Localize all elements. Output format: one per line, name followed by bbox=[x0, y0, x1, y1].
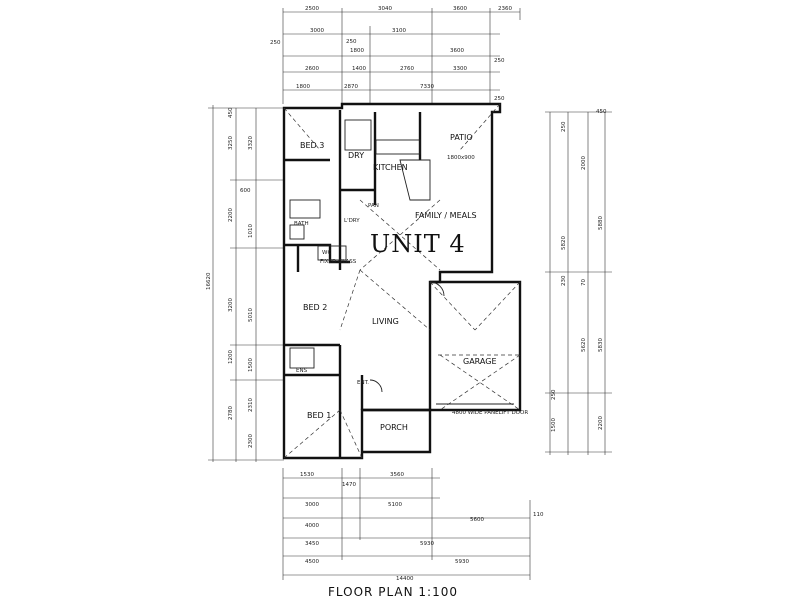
bottom-dimensions: 1530 3560 1470 3000 5100 4000 5600 110 3… bbox=[282, 468, 544, 582]
dim-top-1c: 3600 bbox=[453, 6, 467, 12]
room-laundry: L'DRY bbox=[344, 218, 360, 224]
dim-bottom-2b: 5100 bbox=[388, 502, 402, 508]
dim-bottom-1b: 3560 bbox=[390, 472, 404, 478]
dim-right-b1: 250 bbox=[561, 121, 567, 132]
dim-bottom-1a: 1530 bbox=[300, 472, 314, 478]
bathroom-basin bbox=[289, 224, 305, 240]
dim-top-3d: 3300 bbox=[453, 66, 467, 72]
right-dimensions: 450 2000 5880 5830 5820 5620 250 230 70 … bbox=[545, 109, 612, 455]
room-family-meals: FAMILY / MEALS bbox=[415, 211, 477, 220]
dim-right-b6: 2200 bbox=[598, 416, 604, 430]
dim-bottom-5a: 4500 bbox=[305, 559, 319, 565]
room-pan: PAN bbox=[368, 203, 379, 209]
dim-right-a2: 2000 bbox=[581, 156, 587, 170]
dim-left-b1: 3320 bbox=[248, 136, 254, 150]
door-swing-entry bbox=[369, 379, 383, 393]
dim-left-b3: 1010 bbox=[248, 224, 254, 238]
unit-label: UNIT 4 bbox=[370, 230, 466, 258]
dim-top-2d: 1800 bbox=[350, 48, 364, 54]
dim-top-3e: 250 bbox=[494, 58, 505, 64]
dim-top-3a: 2600 bbox=[305, 66, 319, 72]
dim-top-4d: 250 bbox=[494, 96, 505, 102]
dim-left-a3: 2200 bbox=[228, 208, 234, 222]
room-porch: PORCH bbox=[380, 423, 408, 432]
dim-bottom-3c: 110 bbox=[533, 512, 544, 518]
dim-left-b7: 2300 bbox=[248, 434, 254, 448]
dim-top-4b: 2870 bbox=[344, 84, 358, 90]
ensuite-vanity bbox=[289, 347, 315, 369]
dim-bottom-3b: 5600 bbox=[470, 517, 484, 523]
dim-right-b2: 230 bbox=[561, 275, 567, 286]
dim-top-4a: 1800 bbox=[296, 84, 310, 90]
dim-right-a1: 450 bbox=[596, 109, 607, 115]
plan-notes: FIXED GLASS 4800 WIDE PANELIFT DOOR 1800… bbox=[320, 155, 528, 416]
room-bed-1: BED 1 bbox=[307, 411, 331, 420]
dim-bottom-5b: 5930 bbox=[455, 559, 469, 565]
dim-top-3b: 1400 bbox=[352, 66, 366, 72]
top-dimensions: 2500 3040 3600 2360 3000 3100 250 1800 3… bbox=[270, 6, 521, 104]
dim-bottom-1c: 1470 bbox=[342, 482, 356, 488]
dim-left-b6: 2310 bbox=[248, 398, 254, 412]
drawing-title: FLOOR PLAN 1:100 bbox=[328, 585, 458, 599]
dim-top-2a: 3000 bbox=[310, 28, 324, 34]
room-garage: GARAGE bbox=[463, 357, 497, 366]
room-ensuite: ENS bbox=[296, 368, 308, 374]
dim-left-b5: 1500 bbox=[248, 358, 254, 372]
dim-top-4c: 7330 bbox=[420, 84, 434, 90]
kitchen-bench bbox=[375, 139, 421, 155]
room-bed-2: BED 2 bbox=[303, 303, 327, 312]
roof-lines bbox=[283, 103, 521, 459]
door-swing-living bbox=[429, 281, 445, 297]
note-garage-door: 4800 WIDE PANELIFT DOOR bbox=[452, 410, 528, 416]
kitchen-island bbox=[399, 159, 431, 201]
dim-left-a4: 3200 bbox=[228, 298, 234, 312]
dim-top-2e: 3600 bbox=[450, 48, 464, 54]
dim-left-overall: 16620 bbox=[206, 272, 212, 290]
bath-tub bbox=[289, 199, 321, 219]
dim-bottom-3a: 4000 bbox=[305, 523, 319, 529]
building-outline bbox=[282, 102, 522, 460]
dim-bottom-4b: 5930 bbox=[420, 541, 434, 547]
dim-top-1a: 2500 bbox=[305, 6, 319, 12]
dim-top-2f: 250 bbox=[270, 40, 281, 46]
room-bed-3: BED 3 bbox=[300, 141, 324, 150]
dim-bottom-overall: 14400 bbox=[396, 576, 414, 582]
dim-left-a1: 450 bbox=[228, 107, 234, 118]
room-bath: BATH bbox=[294, 221, 309, 227]
dim-left-a6: 2780 bbox=[228, 406, 234, 420]
room-wc: WC bbox=[322, 250, 331, 256]
dim-left-a5: 1200 bbox=[228, 350, 234, 364]
room-kitchen: KITCHEN bbox=[373, 163, 408, 172]
room-dry: DRY bbox=[348, 151, 364, 160]
left-dimensions: 16620 450 3250 2200 3200 1200 2780 3320 … bbox=[206, 105, 284, 462]
fixtures bbox=[289, 119, 514, 405]
dim-right-b3: 70 bbox=[581, 279, 587, 286]
dim-top-3c: 2760 bbox=[400, 66, 414, 72]
dim-left-b2: 600 bbox=[240, 188, 251, 194]
dim-bottom-4a: 3450 bbox=[305, 541, 319, 547]
dim-left-b4: 5010 bbox=[248, 308, 254, 322]
note-fixed-glass: FIXED GLASS bbox=[320, 259, 357, 265]
room-labels: BED 3 DRY KITCHEN PATIO FAMILY / MEALS B… bbox=[294, 133, 497, 432]
dim-right-b4: 250 bbox=[551, 389, 557, 400]
dim-top-2c: 250 bbox=[346, 39, 357, 45]
dim-right-a5: 5820 bbox=[561, 236, 567, 250]
note-kitchen-line: 1800x900 bbox=[447, 155, 475, 161]
dim-top-1d: 2360 bbox=[498, 6, 512, 12]
dim-right-a3: 5880 bbox=[598, 216, 604, 230]
dim-left-a2: 3250 bbox=[228, 136, 234, 150]
dim-top-1b: 3040 bbox=[378, 6, 392, 12]
dim-top-2b: 3100 bbox=[392, 28, 406, 34]
dim-bottom-2a: 3000 bbox=[305, 502, 319, 508]
dim-right-a4: 5830 bbox=[598, 338, 604, 352]
room-patio: PATIO bbox=[450, 133, 473, 142]
dim-right-b5: 1500 bbox=[551, 418, 557, 432]
wc-fixture bbox=[317, 245, 347, 261]
room-living: LIVING bbox=[372, 317, 399, 326]
room-entry: ENT. bbox=[357, 380, 369, 386]
dim-right-a6: 5620 bbox=[581, 338, 587, 352]
laundry-tub bbox=[344, 119, 372, 151]
